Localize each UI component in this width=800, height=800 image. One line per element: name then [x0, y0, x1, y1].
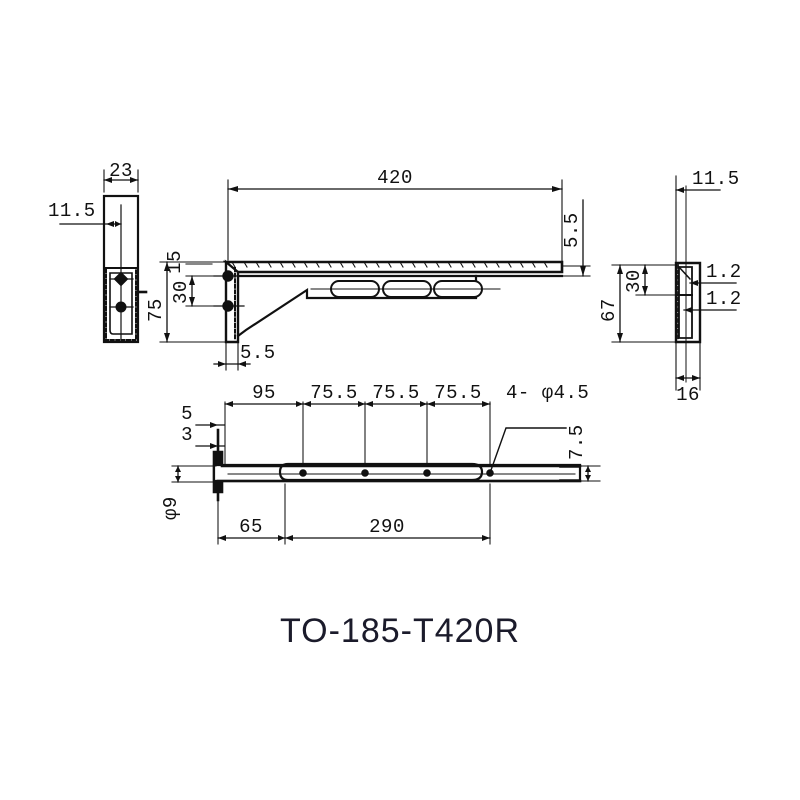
dim-label-5: 5 [181, 403, 193, 425]
left-view-hole-upper [109, 271, 134, 287]
dim-23: 23 [103, 160, 139, 193]
plan-hole-2 [361, 469, 369, 477]
left-view-inner-pocket [109, 272, 133, 335]
dim-3: 3 [181, 424, 225, 449]
dim-label-30-side: 30 [170, 280, 192, 304]
hole-callout-label: 4- φ4.5 [506, 382, 589, 404]
plan-hole-1 [299, 469, 307, 477]
dim-label-1_2-lower: 1.2 [706, 288, 742, 310]
hole-callout: 4- φ4.5 [489, 382, 589, 474]
right-view-chamfer [677, 265, 692, 281]
dim-label-30-right: 30 [623, 269, 645, 293]
left-end-view: 23 11.5 [48, 160, 148, 344]
side-view-flange-hatch [231, 261, 548, 268]
dim-chain-bottom: 65 290 [217, 483, 491, 545]
dim-5_5-right: 5.5 [561, 199, 591, 277]
dim-label-65: 65 [239, 516, 263, 538]
dim-67: 67 [598, 264, 677, 343]
dim-75: 75 [145, 261, 227, 343]
dim-420: 420 [227, 167, 563, 267]
dim-label-16: 16 [676, 384, 700, 406]
dim-11_5-left: 11.5 [48, 200, 122, 227]
dim-label-290: 290 [369, 516, 405, 538]
dim-label-67: 67 [598, 298, 620, 322]
dim-label-75_5-b: 75.5 [372, 382, 420, 404]
dim-label-75_5-c: 75.5 [434, 382, 482, 404]
dim-5: 5 [181, 403, 225, 428]
dim-label-5_5-bottom-left: 5.5 [240, 342, 276, 364]
dim-label-75_5-a: 75.5 [310, 382, 358, 404]
dim-label-23: 23 [109, 160, 133, 182]
dim-label-75: 75 [145, 298, 167, 322]
dim-chain-top: 95 75.5 75.5 75.5 [224, 382, 491, 471]
right-end-view: 11.5 1.2 1.2 30 [598, 168, 742, 406]
dim-5_5-bottom-left: 5.5 [213, 341, 276, 371]
side-view-slot-group [310, 280, 501, 298]
dim-label-11_5-right: 11.5 [692, 168, 740, 190]
hole-callout-leader [489, 427, 567, 474]
dim-label-phi9: φ9 [160, 496, 182, 520]
dim-1_2-lower: 1.2 [683, 288, 742, 313]
dim-30-side: 30 [170, 275, 227, 307]
dim-label-3: 3 [181, 424, 193, 446]
bottom-plan-view: 95 75.5 75.5 75.5 4- φ4.5 [160, 382, 601, 545]
dim-16: 16 [675, 341, 701, 406]
dim-1_2-upper: 1.2 [689, 261, 742, 286]
dim-11_5-right: 11.5 [675, 168, 740, 264]
dim-label-5_5-right: 5.5 [561, 212, 583, 248]
dim-label-11_5-left: 11.5 [48, 200, 96, 222]
dim-7_5: 7.5 [539, 424, 601, 482]
plan-hole-3 [423, 469, 431, 477]
drawing-title: TO-185-T420R [280, 612, 520, 650]
dim-phi9: φ9 [160, 465, 217, 520]
left-view-hole-lower [109, 301, 134, 313]
plan-right-tip [559, 466, 581, 481]
side-elevation-view: 420 5.5 [145, 167, 591, 371]
dim-label-1_2-upper: 1.2 [706, 261, 742, 283]
dim-label-420: 420 [377, 167, 413, 189]
dim-label-7_5: 7.5 [566, 424, 588, 460]
dim-label-95: 95 [252, 382, 276, 404]
